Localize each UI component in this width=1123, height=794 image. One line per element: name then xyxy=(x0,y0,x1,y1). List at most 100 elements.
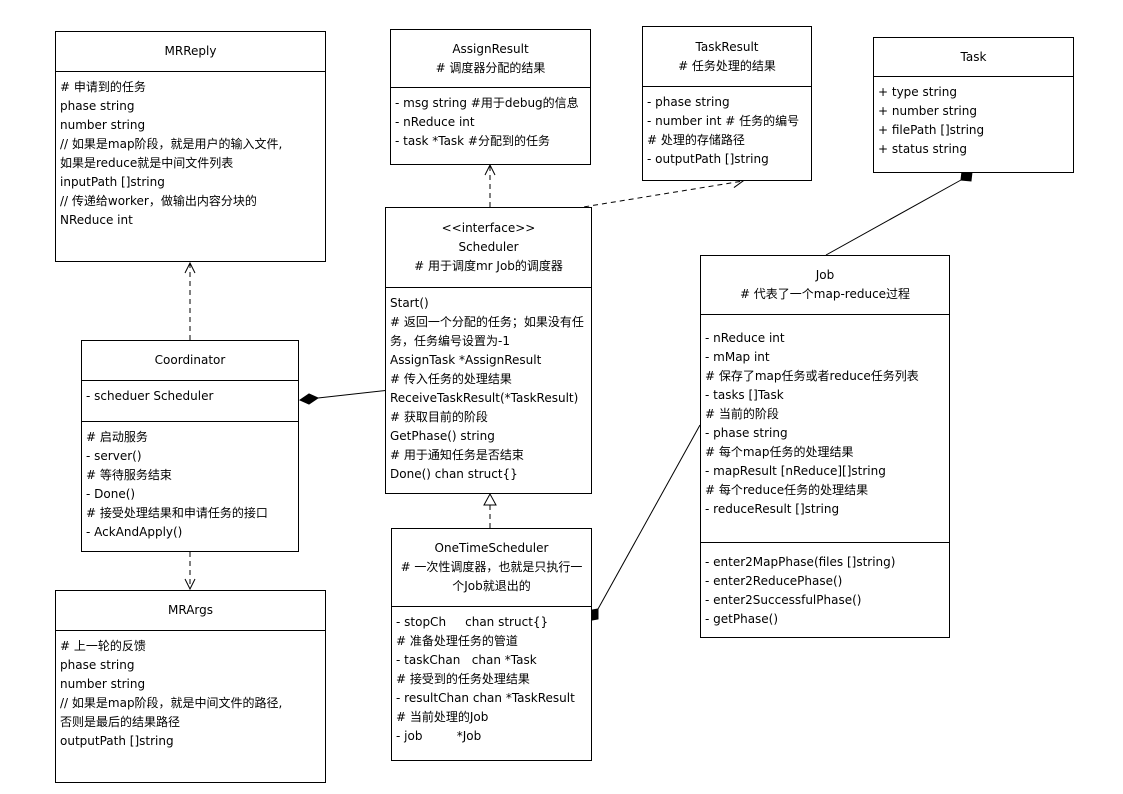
class-line: number string xyxy=(60,118,146,132)
class-coordinator: Coordinator - scheduer Scheduler # 启动服务 … xyxy=(81,340,299,552)
class-header: MRReply xyxy=(56,32,325,72)
class-operation: - server() xyxy=(86,449,142,463)
class-operation: - AckAndApply() xyxy=(86,525,183,539)
class-body: # 上一轮的反馈 phase string number string // 如… xyxy=(56,631,325,782)
class-line: 如果是reduce就是中间文件列表 xyxy=(60,156,234,170)
class-operation: - Done() xyxy=(86,487,136,501)
class-name: Job xyxy=(815,268,835,282)
class-attributes: - stopCh chan struct{} # 准备处理任务的管道 - tas… xyxy=(392,607,591,760)
class-mrreply: MRReply # 申请到的任务 phase string number str… xyxy=(55,31,326,262)
class-attribute: - number int # 任务的编号 xyxy=(647,114,800,128)
class-attribute: - msg string #用于debug的信息 xyxy=(395,96,579,110)
class-line: number string xyxy=(60,677,146,691)
class-operation: # 启动服务 xyxy=(86,430,148,444)
class-attribute: + filePath []string xyxy=(878,123,985,137)
class-task: Task + type string + number string + fil… xyxy=(873,37,1074,173)
class-header: Job # 代表了一个map-reduce过程 xyxy=(701,256,949,315)
class-name: MRArgs xyxy=(167,603,213,617)
class-attribute: # 保存了map任务或者reduce任务列表 xyxy=(705,369,919,383)
class-operation: # 用于通知任务是否结束 xyxy=(390,448,524,462)
class-attribute: + type string xyxy=(878,85,957,99)
class-line: // 传递给worker，做输出内容分块的 xyxy=(60,194,257,208)
class-header: Task xyxy=(874,38,1073,77)
class-attributes: + type string + number string + filePath… xyxy=(874,77,1073,172)
class-line: inputPath []string xyxy=(60,175,165,189)
class-operation: # 获取目前的阶段 xyxy=(390,410,488,424)
class-line: phase string xyxy=(60,99,135,113)
class-operation: ReceiveTaskResult(*TaskResult) xyxy=(390,391,579,405)
class-attribute: # 处理的存储路径 xyxy=(647,133,745,147)
class-attribute: - task *Task #分配到的任务 xyxy=(395,134,550,148)
class-subtitle: # 用于调度mr Job的调度器 xyxy=(414,259,563,273)
class-attribute: - job *Job xyxy=(396,729,482,743)
composition-coordinator-scheduler xyxy=(317,389,391,399)
class-line: // 如果是map阶段，就是中间文件的路径, xyxy=(60,696,283,710)
class-name: OneTimeScheduler xyxy=(434,541,549,555)
realization-triangle xyxy=(483,492,497,506)
class-operation: Done() chan struct{} xyxy=(390,467,518,481)
class-line: phase string xyxy=(60,658,135,672)
class-attribute: # 接受到的任务处理结果 xyxy=(396,672,530,686)
class-operation: # 等待服务结束 xyxy=(86,468,172,482)
class-subtitle: # 代表了一个map-reduce过程 xyxy=(739,287,911,301)
class-attributes: - phase string - number int # 任务的编号 # 处理… xyxy=(643,87,811,180)
class-operations: - enter2MapPhase(files []string) - enter… xyxy=(701,543,949,637)
class-header: AssignResult # 调度器分配的结果 xyxy=(391,30,590,88)
class-attribute: # 当前的阶段 xyxy=(705,407,779,421)
class-mrargs: MRArgs # 上一轮的反馈 phase string number stri… xyxy=(55,590,326,783)
class-header: MRArgs xyxy=(56,591,325,631)
class-attribute: # 当前处理的Job xyxy=(396,710,489,724)
class-attribute: + number string xyxy=(878,104,977,118)
composition-diamond-onetimescheduler xyxy=(591,608,599,621)
class-attributes: - scheduer Scheduler xyxy=(82,381,298,422)
class-name: TaskResult xyxy=(695,39,759,54)
class-header: TaskResult # 任务处理的结果 xyxy=(643,27,811,87)
class-attribute: - phase string xyxy=(647,95,730,109)
class-attribute: - reduceResult []string xyxy=(705,502,840,516)
class-header: OneTimeScheduler # 一次性调度器，也就是只执行一个Job就退出… xyxy=(392,529,591,607)
class-body: # 申请到的任务 phase string number string // 如… xyxy=(56,72,325,261)
class-operations: # 启动服务 - server() # 等待服务结束 - Done() # 接受… xyxy=(82,422,298,551)
class-line: outputPath []string xyxy=(60,734,174,748)
class-attribute: - resultChan chan *TaskResult xyxy=(396,691,575,705)
class-attributes: - msg string #用于debug的信息 - nReduce int -… xyxy=(391,88,590,164)
composition-task-job xyxy=(825,179,962,256)
class-attribute: - nReduce int xyxy=(705,331,785,345)
class-name: Task xyxy=(960,49,987,64)
class-attribute: - taskChan chan *Task xyxy=(396,653,537,667)
class-subtitle: # 一次性调度器，也就是只执行一个Job就退出的 xyxy=(400,560,583,593)
class-line: // 如果是map阶段，就是用户的输入文件, xyxy=(60,137,283,151)
class-line: # 申请到的任务 xyxy=(60,80,146,94)
class-line: 否则是最后的结果路径 xyxy=(60,715,181,729)
class-attribute: - outputPath []string xyxy=(647,152,769,166)
class-assignresult: AssignResult # 调度器分配的结果 - msg string #用于… xyxy=(390,29,591,165)
class-attribute: - tasks []Task xyxy=(705,388,784,402)
class-operation: GetPhase() string xyxy=(390,429,495,443)
class-operation: # 接受处理结果和申请任务的接口 xyxy=(86,506,268,520)
class-scheduler: <<interface>> Scheduler # 用于调度mr Job的调度器… xyxy=(385,207,592,494)
class-operations: Start() # 返回一个分配的任务；如果没有任务，任务编号设置为-1 Ass… xyxy=(386,288,591,493)
class-job: Job # 代表了一个map-reduce过程 - nReduce int - … xyxy=(700,255,950,638)
class-subtitle: # 任务处理的结果 xyxy=(678,58,776,73)
class-header: Coordinator xyxy=(82,341,298,381)
class-operation: # 返回一个分配的任务；如果没有任务，任务编号设置为-1 xyxy=(390,315,584,348)
class-attribute: - scheduer Scheduler xyxy=(86,389,214,403)
class-name: AssignResult xyxy=(452,41,529,56)
composition-diamond-coordinator xyxy=(298,393,320,405)
class-operation: - enter2MapPhase(files []string) xyxy=(705,555,896,569)
class-attribute: - nReduce int xyxy=(395,115,475,129)
class-line: # 上一轮的反馈 xyxy=(60,639,146,653)
class-taskresult: TaskResult # 任务处理的结果 - phase string - nu… xyxy=(642,26,812,181)
class-name: MRReply xyxy=(164,44,217,58)
class-attribute: # 每个reduce任务的处理结果 xyxy=(705,483,869,497)
composition-onetimescheduler-job xyxy=(597,424,701,610)
class-attribute: # 每个map任务的处理结果 xyxy=(705,445,854,459)
class-operation: - enter2ReducePhase() xyxy=(705,574,843,588)
class-attributes: - nReduce int - mMap int # 保存了map任务或者red… xyxy=(701,315,949,543)
class-attribute: + status string xyxy=(878,142,968,156)
class-attribute: - mapResult [nReduce][]string xyxy=(705,464,886,478)
class-header: <<interface>> Scheduler # 用于调度mr Job的调度器 xyxy=(386,208,591,288)
class-stereotype: <<interface>> xyxy=(441,221,536,235)
class-operation: # 传入任务的处理结果 xyxy=(390,372,512,386)
class-operation: Start() xyxy=(390,296,429,310)
